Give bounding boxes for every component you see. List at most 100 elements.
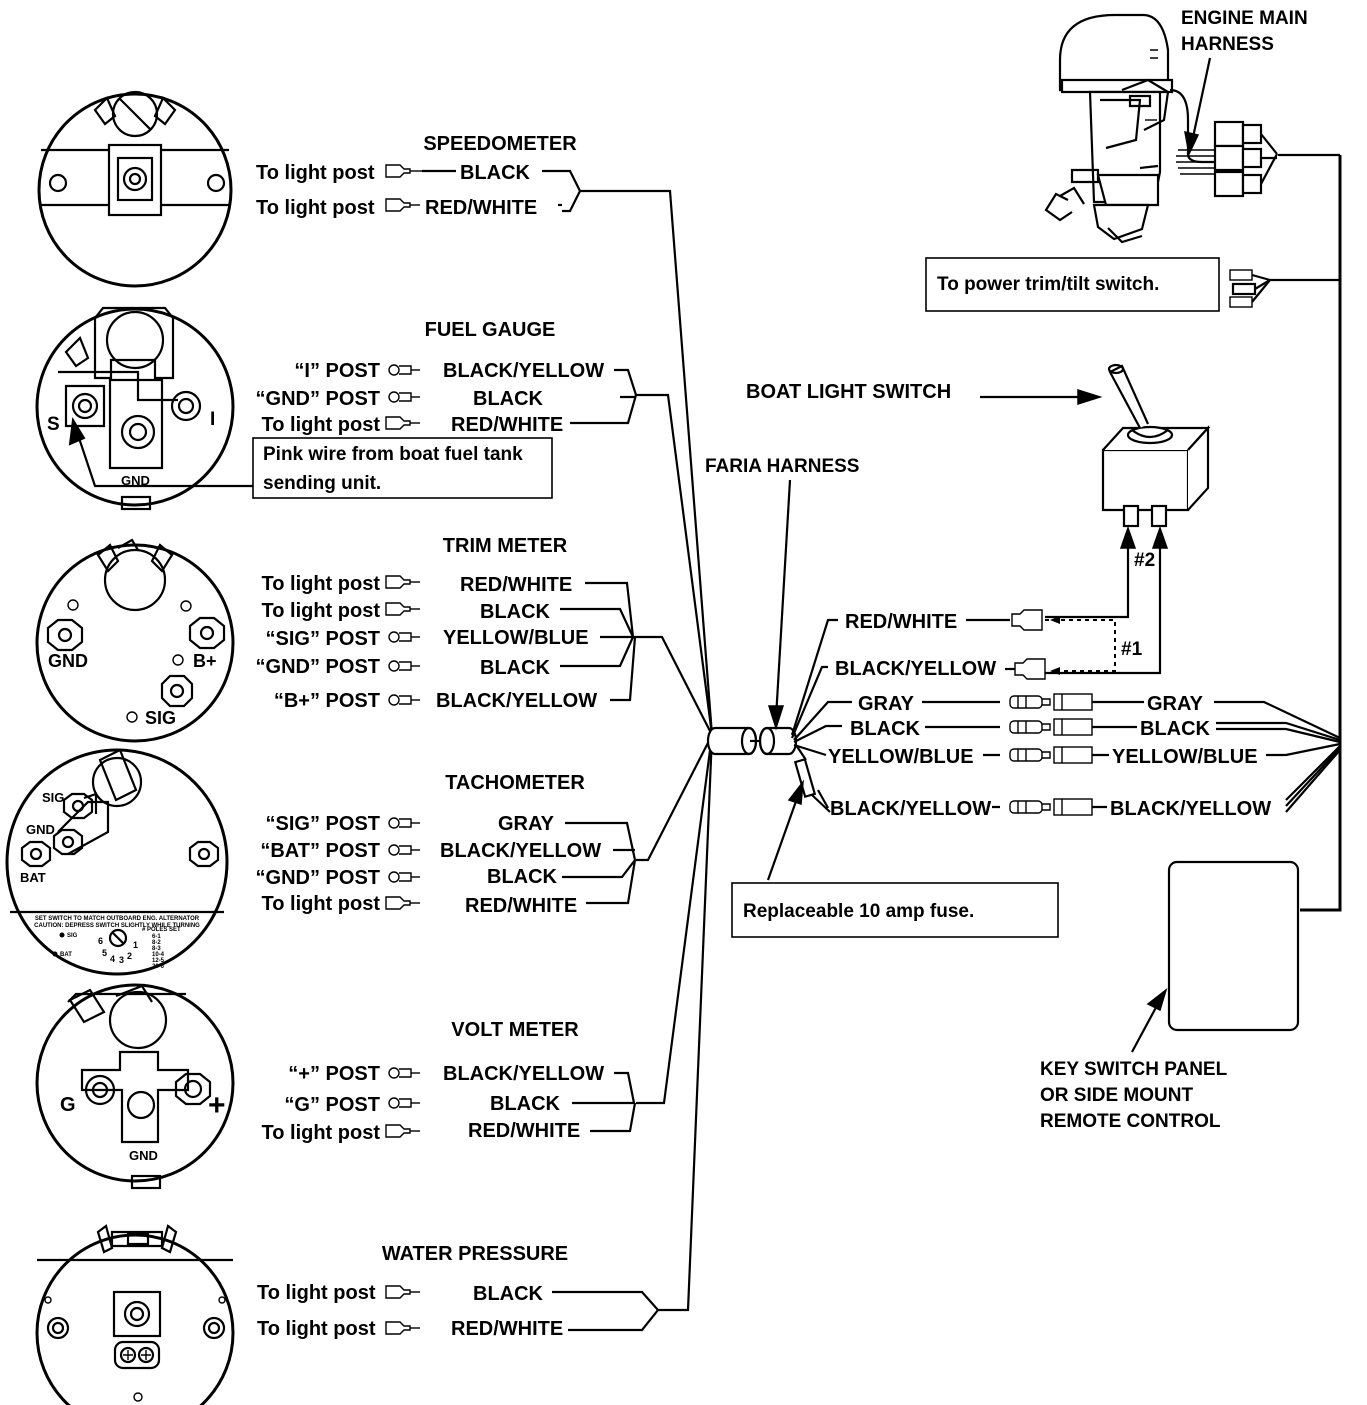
bullet-connector-icon	[1009, 746, 1093, 764]
tach-pole-2: 8-3	[152, 946, 161, 952]
fuel-wire-0: BLACK/YELLOW	[443, 360, 604, 382]
bullet-connector-icon	[1009, 798, 1093, 816]
engine-harness-line2: HARNESS	[1181, 34, 1274, 55]
tach-dot-bat: BAT	[60, 952, 72, 958]
tach-dial-2: 2	[127, 951, 132, 961]
right-black: BLACK	[1140, 718, 1211, 740]
tach-poles-title: # POLES SET	[142, 927, 181, 933]
fuel-gauge-title: FUEL GAUGE	[425, 319, 556, 341]
right-black-yellow: BLACK/YELLOW	[835, 658, 996, 680]
volt-wire-2: RED/WHITE	[468, 1120, 580, 1142]
engine-harness-line1: ENGINE MAIN	[1181, 8, 1308, 29]
fuel-wire-2: RED/WHITE	[451, 414, 563, 436]
tach-pole-3: 10-4	[152, 952, 165, 958]
volt-plus-label: +	[208, 1089, 226, 1122]
right-yellow-blue: YELLOW/BLUE	[1112, 746, 1258, 768]
trim-gnd-label: GND	[48, 651, 88, 671]
right-black-yellow-2: BLACK/YELLOW	[1110, 798, 1271, 820]
trim-meter-face: GND B+ SIG	[35, 538, 235, 743]
ring-connector-icon	[388, 1067, 420, 1079]
bullet-connectors	[1009, 609, 1093, 816]
tach-sig-label: SIG	[42, 790, 64, 805]
engine-illustration	[1044, 13, 1174, 244]
volt-gnd-label: GND	[129, 1148, 158, 1163]
spade-female-icon	[1014, 658, 1046, 680]
tach-dial-4: 4	[110, 954, 115, 964]
boat-light-switch-label: BOAT LIGHT SWITCH	[746, 381, 951, 403]
boat-light-switch	[1101, 363, 1211, 528]
ring-connector-icon	[388, 631, 420, 643]
volt-wire-0: BLACK/YELLOW	[443, 1063, 604, 1085]
tach-wire-1: BLACK/YELLOW	[440, 840, 601, 862]
fuel-post-2: To light post	[262, 414, 381, 436]
power-trim-label: To power trim/tilt switch.	[937, 274, 1159, 295]
tach-gnd-label: GND	[26, 822, 55, 837]
left-wire-bundle	[422, 169, 714, 1332]
speedometer-post-0: To light post	[256, 162, 375, 184]
ring-connector-icon	[388, 817, 420, 829]
power-trim-box	[925, 257, 1220, 312]
left-gray: GRAY	[858, 693, 915, 715]
ring-connector-icon	[388, 660, 420, 672]
water-pressure-title: WATER PRESSURE	[382, 1243, 568, 1265]
fuel-post-0: “I” POST	[294, 360, 380, 382]
jumper-1-label: #1	[1121, 639, 1143, 660]
volt-wire-1: BLACK	[490, 1093, 561, 1115]
trim-post-0: To light post	[262, 573, 381, 595]
spade-connector-icon	[385, 198, 420, 212]
fuse-note: Replaceable 10 amp fuse.	[743, 901, 974, 922]
speedometer-title: SPEEDOMETER	[423, 133, 577, 155]
water-wire-0: BLACK	[473, 1283, 544, 1305]
water-pressure-face	[35, 1224, 235, 1405]
trim-meter-title: TRIM METER	[443, 535, 568, 557]
tach-dot-sig: SIG	[67, 933, 78, 939]
left-yellow-blue: YELLOW/BLUE	[828, 746, 974, 768]
tach-wire-3: RED/WHITE	[465, 895, 577, 917]
tach-pole-0: 6-1	[152, 934, 161, 940]
volt-g-label: G	[60, 1094, 76, 1116]
spade-female-icon	[1011, 609, 1043, 631]
key-switch-line3: REMOTE CONTROL	[1040, 1111, 1221, 1132]
water-post-1: To light post	[257, 1318, 376, 1340]
tach-dial-1: 1	[133, 940, 138, 950]
tachometer-face: SIG GND BAT SET SWITCH TO MATCH OUTBOARD…	[5, 748, 229, 976]
volt-post-1: “G” POST	[284, 1094, 380, 1116]
right-red-white: RED/WHITE	[845, 611, 957, 633]
ring-connector-icon	[388, 844, 420, 856]
fuel-i-label: I	[210, 409, 215, 430]
trim-wire-1: BLACK	[480, 601, 551, 623]
trim-wire-4: BLACK/YELLOW	[436, 690, 597, 712]
tach-post-2: “GND” POST	[256, 867, 380, 889]
pink-wire-line2: sending unit.	[263, 473, 381, 494]
trim-post-3: “GND” POST	[256, 656, 380, 678]
trim-bplus-label: B+	[193, 651, 217, 671]
volt-meter-title: VOLT METER	[451, 1019, 579, 1041]
trim-wire-2: YELLOW/BLUE	[443, 627, 589, 649]
fuel-gauge-face: S I GND	[35, 306, 253, 511]
key-switch-line2: OR SIDE MOUNT	[1040, 1085, 1193, 1106]
spade-connector-icon	[385, 164, 422, 178]
left-black: BLACK	[850, 718, 921, 740]
tach-wire-0: GRAY	[498, 813, 555, 835]
tach-pole-5: 20-6	[152, 964, 165, 970]
tach-post-0: “SIG” POST	[266, 813, 380, 835]
spade-connector-icon	[385, 896, 420, 910]
bullet-connector-icon	[1009, 718, 1093, 736]
tach-note2: CAUTION: DEPRESS SWITCH SLIGHTLY WHILE T…	[34, 923, 200, 929]
spade-connector-icon	[385, 575, 420, 589]
engine-harness-plugs	[1169, 88, 1278, 198]
power-trim-plug-icon	[1229, 269, 1271, 308]
right-gray: GRAY	[1147, 693, 1204, 715]
jumper-2-label: #2	[1134, 550, 1155, 571]
tach-pole-1: 8-2	[152, 940, 161, 946]
fuse-note-box	[731, 882, 1059, 938]
volt-post-0: “+” POST	[288, 1063, 380, 1085]
water-post-0: To light post	[257, 1282, 376, 1304]
ring-connector-icon	[388, 391, 420, 403]
trim-post-2: “SIG” POST	[266, 628, 380, 650]
tach-bat-label: BAT	[20, 870, 46, 885]
tach-dial-6: 6	[98, 936, 103, 946]
spade-connector-icon	[385, 602, 420, 616]
